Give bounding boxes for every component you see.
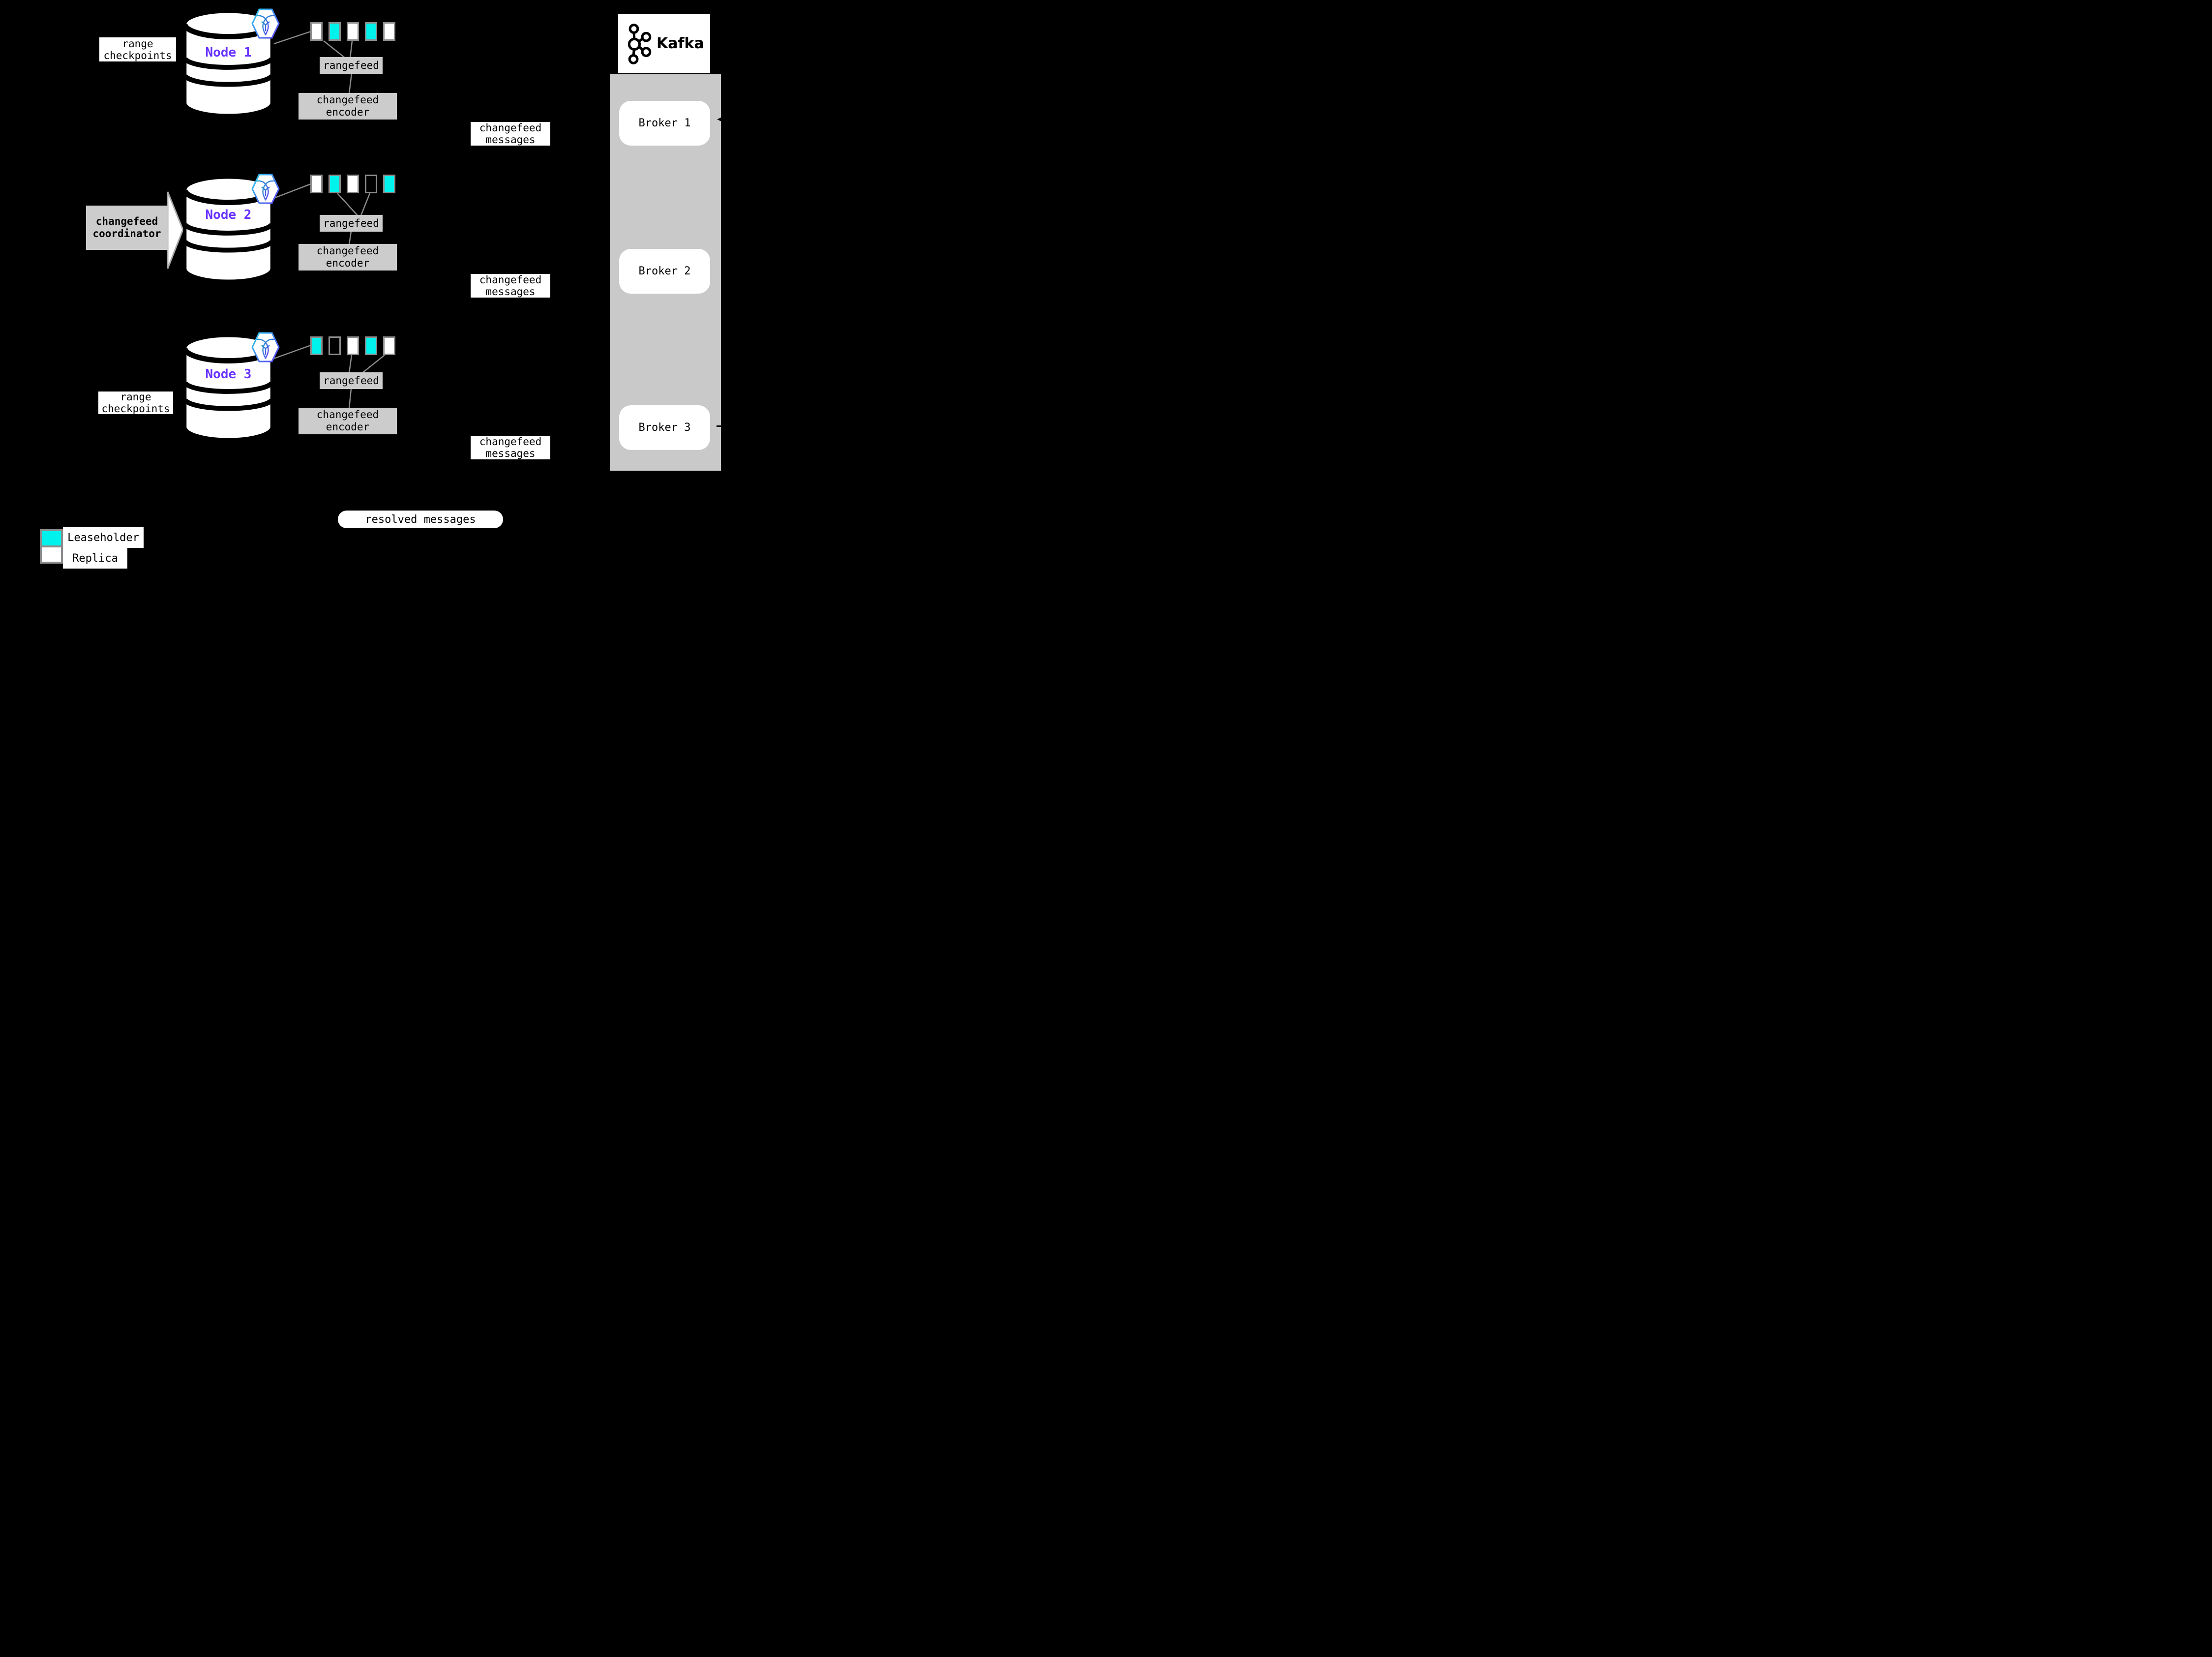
node-1-range-1 — [310, 22, 323, 41]
messages-line1: changefeed — [479, 274, 542, 286]
node-2-changefeed-encoder-box: changefeed encoder — [299, 244, 397, 271]
encoder-label-line2: encoder — [326, 257, 370, 269]
node-3-range-5 — [383, 336, 395, 355]
legend-leaseholder-label: Leaseholder — [63, 527, 144, 548]
node-1-range-4 — [365, 22, 377, 41]
messages-line2: messages — [485, 134, 536, 146]
cockroachdb-icon — [251, 173, 280, 205]
encoder-label-line1: changefeed — [316, 245, 379, 257]
checkpoints-line2: checkpoints — [101, 403, 170, 415]
changefeed-messages-label-2: changefeed messages — [471, 274, 550, 298]
node-1-range-3 — [347, 22, 359, 41]
kafka-title: Kafka — [657, 35, 704, 52]
encoder-label-line1: changefeed — [316, 409, 379, 421]
messages-line2: messages — [485, 448, 536, 459]
messages-line2: messages — [485, 286, 536, 298]
kafka-broker-3: Broker 3 — [619, 405, 710, 450]
messages-line1: changefeed — [479, 436, 542, 448]
node-2-label: Node 2 — [205, 208, 252, 222]
coordinator-line1: changefeed — [95, 215, 158, 227]
node-3-range-2 — [329, 336, 341, 355]
node-1-label: Node 1 — [205, 45, 252, 60]
node-3-changefeed-encoder-box: changefeed encoder — [299, 408, 397, 434]
kafka-broker-2: Broker 2 — [619, 249, 710, 294]
node-2-rangefeed-box: rangefeed — [320, 215, 383, 232]
cockroachdb-icon — [251, 8, 280, 39]
broker-label: Broker 2 — [638, 265, 691, 277]
broker-label: Broker 3 — [638, 422, 691, 434]
resolved-messages-pill: resolved messages — [338, 511, 503, 528]
node-3-range-3 — [347, 336, 359, 355]
node-2-range-2 — [329, 175, 341, 193]
connector-lines — [167, 30, 722, 427]
legend-replica-label: Replica — [63, 548, 127, 569]
checkpoints-line1: range — [122, 37, 153, 50]
legend-leaseholder-swatch — [40, 529, 63, 547]
node-2-range-5 — [383, 175, 395, 193]
legend — [40, 529, 63, 564]
arrowhead-broker-1 — [717, 117, 722, 122]
rangefeed-label: rangefeed — [323, 59, 379, 71]
node-2-range-3 — [347, 175, 359, 193]
encoder-label-line2: encoder — [326, 421, 370, 433]
legend-leaseholder-text: Leaseholder — [67, 531, 139, 544]
node-1-range-2 — [329, 22, 341, 41]
node-3-range-1 — [310, 336, 323, 355]
node-2-range-4 — [365, 175, 377, 193]
changefeed-architecture-diagram: Broker 1 Broker 2 Broker 3 Kafka — [0, 0, 771, 577]
range-checkpoints-label-2: range checkpoints — [98, 391, 173, 415]
kafka-icon — [628, 23, 652, 64]
encoder-label-line1: changefeed — [316, 94, 379, 106]
node-1-range-5 — [383, 22, 395, 41]
changefeed-messages-label-1: changefeed messages — [471, 122, 550, 146]
legend-replica-text: Replica — [72, 552, 118, 565]
changefeed-coordinator-callout: changefeed coordinator — [86, 206, 168, 250]
node-1-rangefeed-box: rangefeed — [320, 57, 383, 74]
cockroachdb-icon — [251, 331, 280, 363]
rangefeed-label: rangefeed — [323, 374, 379, 387]
messages-line1: changefeed — [479, 122, 542, 134]
node-3-rangefeed-box: rangefeed — [320, 372, 383, 389]
kafka-logo-box: Kafka — [618, 14, 710, 73]
encoder-label-line2: encoder — [326, 106, 370, 118]
node-3-range-4 — [365, 336, 377, 355]
checkpoints-line2: checkpoints — [103, 49, 172, 61]
resolved-messages-label: resolved messages — [365, 513, 476, 526]
coordinator-line2: coordinator — [92, 228, 161, 240]
kafka-broker-1: Broker 1 — [619, 101, 710, 146]
node-2-range-1 — [310, 175, 323, 193]
rangefeed-label: rangefeed — [323, 217, 379, 229]
range-checkpoints-label-1: range checkpoints — [99, 37, 176, 61]
checkpoints-line1: range — [120, 391, 151, 403]
coordinator-pointer — [167, 191, 184, 269]
arrow-dash-broker-3 — [717, 425, 721, 427]
broker-label: Broker 1 — [638, 117, 691, 129]
changefeed-messages-label-3: changefeed messages — [471, 436, 550, 459]
node-1-changefeed-encoder-box: changefeed encoder — [299, 93, 397, 120]
node-3-label: Node 3 — [205, 367, 252, 382]
legend-replica-swatch — [40, 545, 63, 564]
